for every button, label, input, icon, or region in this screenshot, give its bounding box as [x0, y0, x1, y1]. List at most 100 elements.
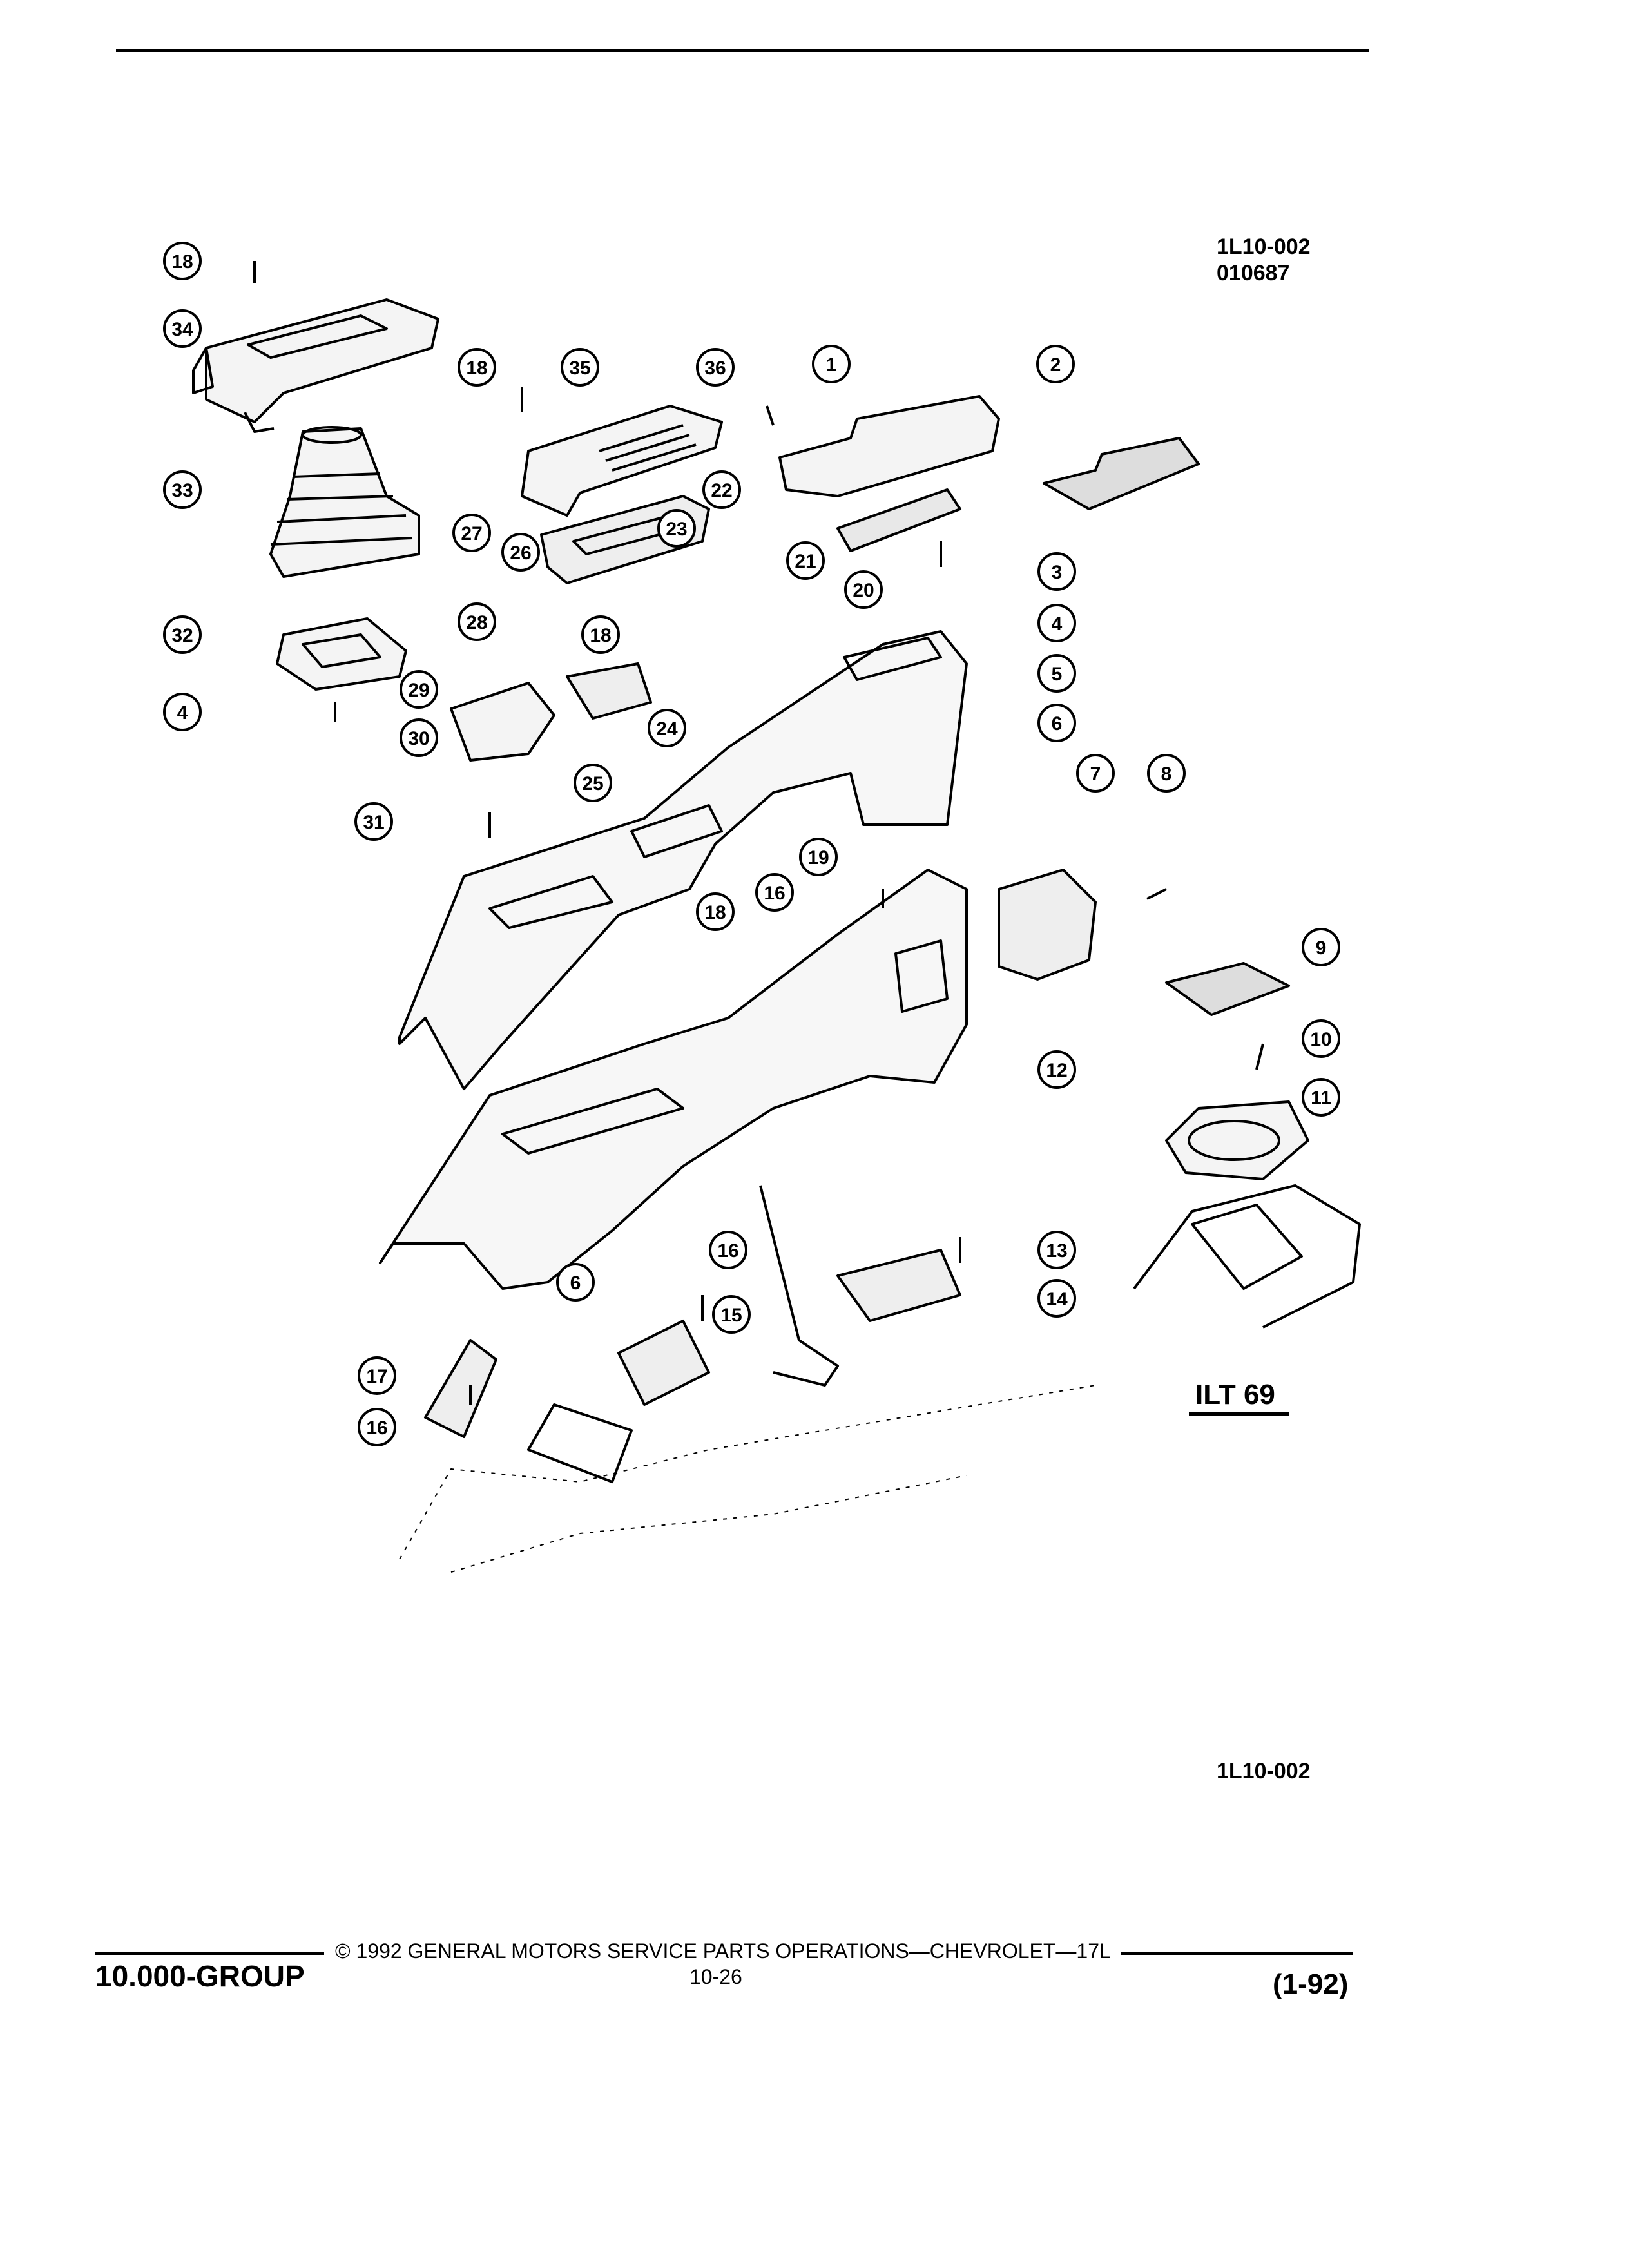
callout-32: 32: [163, 615, 202, 654]
callout-number: 22: [711, 480, 732, 501]
callout-16: 16: [755, 873, 794, 912]
callout-22: 22: [702, 470, 741, 509]
storage-box-part: [998, 869, 1097, 981]
boot-retainer-part: [450, 682, 555, 762]
callout-number: 34: [171, 319, 193, 340]
footer-copyright: © 1992 GENERAL MOTORS SERVICE PARTS OPER…: [335, 1939, 1111, 1963]
callout-number: 4: [177, 702, 188, 724]
bezel-part: [276, 617, 407, 691]
callout-number: 32: [171, 625, 193, 646]
callout-26: 26: [501, 533, 540, 572]
illustration-label: ILT 69: [1195, 1379, 1275, 1410]
callout-20: 20: [844, 570, 883, 609]
callout-18: 18: [163, 242, 202, 280]
callout-number: 8: [1161, 764, 1172, 785]
callout-number: 16: [366, 1418, 387, 1439]
callout-number: 26: [510, 543, 531, 564]
callout-31: 31: [354, 802, 393, 841]
figure-number: 010687: [1217, 261, 1290, 285]
callout-number: 3: [1052, 562, 1063, 583]
callout-30: 30: [400, 718, 438, 757]
callout-number: 28: [466, 612, 487, 633]
callout-3: 3: [1037, 552, 1076, 591]
callout-29: 29: [400, 670, 438, 709]
callout-18: 18: [458, 348, 496, 387]
callout-number: 18: [466, 358, 487, 379]
console-cover-part: [521, 405, 723, 517]
callout-6: 6: [556, 1263, 595, 1302]
callout-number: 12: [1046, 1060, 1067, 1081]
callout-23: 23: [657, 509, 696, 548]
footer-rule-right: [1121, 1952, 1353, 1955]
callout-35: 35: [561, 348, 599, 387]
callout-16: 16: [358, 1408, 396, 1446]
callout-36: 36: [696, 348, 735, 387]
callout-18: 18: [581, 615, 620, 654]
callout-34: 34: [163, 309, 202, 348]
callout-number: 30: [408, 728, 429, 749]
callout-number: 35: [569, 358, 590, 379]
callout-number: 2: [1050, 354, 1061, 376]
callout-7: 7: [1076, 754, 1115, 793]
hinge-part: [836, 488, 961, 552]
shift-cover-part: [192, 298, 439, 433]
fasteners: [253, 261, 1264, 1405]
callout-number: 36: [704, 358, 726, 379]
callout-number: 33: [171, 480, 193, 501]
callout-27: 27: [452, 514, 491, 552]
callout-number: 25: [582, 773, 603, 794]
callout-number: 18: [704, 902, 726, 923]
shifter-mechanism: [399, 1185, 1096, 1573]
callout-number: 18: [590, 625, 611, 646]
callout-24: 24: [648, 709, 686, 747]
callout-number: 4: [1052, 613, 1063, 635]
cup-holder-part: [1165, 1100, 1309, 1180]
callout-number: 29: [408, 680, 429, 701]
callout-4: 4: [1037, 604, 1076, 642]
console-lower-part: [379, 869, 968, 1290]
figure-code-bottom: 1L10-002: [1217, 1759, 1311, 1783]
top-rule: [116, 49, 1369, 52]
callout-1: 1: [812, 345, 851, 383]
callout-number: 27: [461, 523, 482, 544]
callout-number: 23: [666, 519, 687, 540]
callout-number: 7: [1090, 764, 1101, 785]
console-upper-part: [398, 630, 968, 1090]
callout-number: 15: [720, 1305, 742, 1326]
armrest-lid-part: [778, 395, 1000, 497]
ashtray-part: [566, 662, 652, 720]
callout-8: 8: [1147, 754, 1186, 793]
callout-number: 5: [1052, 664, 1063, 685]
callout-10: 10: [1302, 1019, 1340, 1058]
callout-4: 4: [163, 693, 202, 731]
footer-group: 10.000-GROUP: [95, 1959, 305, 1993]
callout-2: 2: [1036, 345, 1075, 383]
figure-code: 1L10-002: [1217, 235, 1311, 259]
callout-number: 10: [1310, 1029, 1331, 1050]
callout-number: 20: [853, 580, 874, 601]
callout-33: 33: [163, 470, 202, 509]
footer-rule-left: [95, 1952, 324, 1955]
callout-25: 25: [574, 764, 612, 802]
mat-part: [1043, 437, 1200, 510]
callout-5: 5: [1037, 654, 1076, 693]
callout-6: 6: [1037, 704, 1076, 742]
callout-number: 13: [1046, 1240, 1067, 1262]
shift-boot-part: [269, 426, 420, 578]
console-rear-detail: [1133, 1184, 1361, 1329]
callout-number: 11: [1311, 1088, 1331, 1109]
callout-number: 1: [826, 354, 837, 376]
callout-number: 31: [363, 812, 384, 833]
callout-number: 14: [1046, 1289, 1068, 1310]
callout-number: 24: [656, 718, 678, 740]
footer-page-number: 10-26: [689, 1965, 742, 1988]
callout-number: 21: [795, 551, 816, 572]
callout-19: 19: [799, 838, 838, 876]
callout-21: 21: [786, 541, 825, 580]
callout-number: 17: [366, 1366, 387, 1387]
callout-number: 18: [171, 251, 193, 273]
callout-17: 17: [358, 1356, 396, 1395]
callout-number: 9: [1316, 937, 1327, 959]
callout-16: 16: [709, 1231, 747, 1269]
